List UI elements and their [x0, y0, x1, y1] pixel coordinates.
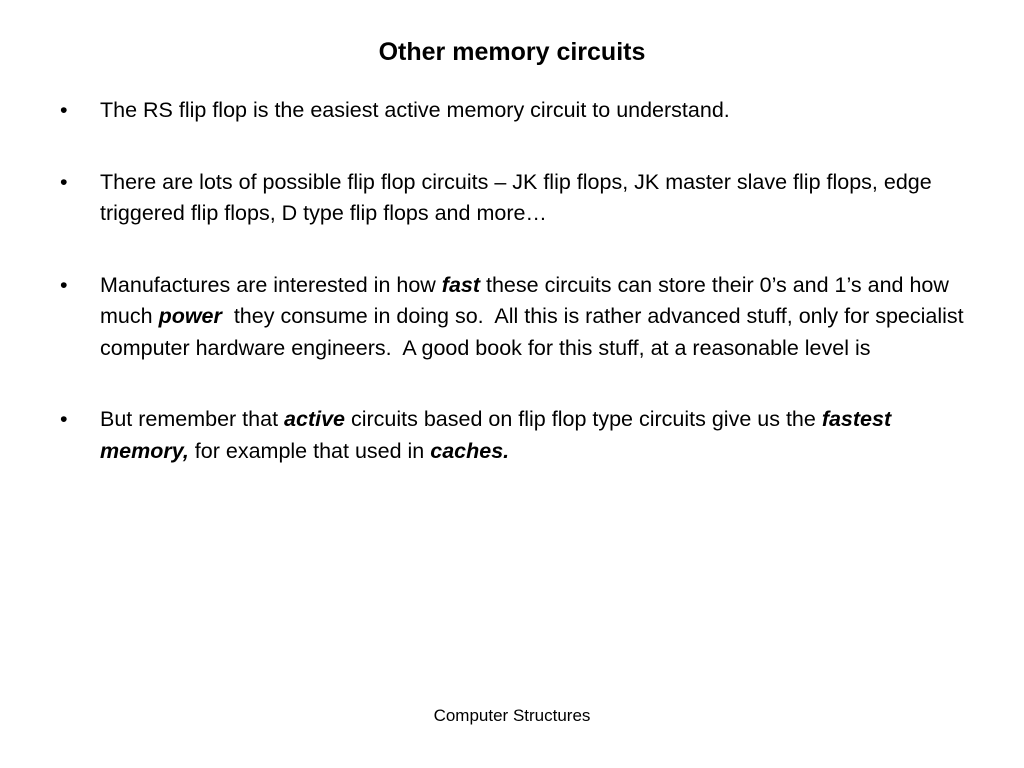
text-segment: they consume in doing so. All this is ra… — [100, 304, 970, 360]
emphasis-power: power — [158, 304, 222, 328]
emphasis-active: active — [284, 407, 345, 431]
bullet-marker: • — [60, 272, 68, 297]
bullet-marker: • — [60, 169, 68, 194]
emphasis-fastest-memory: fastest memory, — [100, 407, 892, 463]
emphasis-caches: caches. — [430, 438, 510, 463]
text-segment: There are lots of possible flip flop cir… — [100, 169, 932, 226]
bullet-marker: • — [60, 407, 68, 431]
text-segment: for example that used in — [188, 438, 431, 463]
text-segment: these circuits can store their 0’s and 1… — [100, 272, 949, 329]
bullet-text: But remember that active circuits based … — [100, 407, 891, 463]
bullet-item: • The RS flip flop is the easiest active… — [60, 95, 970, 127]
bullet-item: • Manufactures are interested in how fas… — [60, 270, 970, 365]
bullet-text: There are lots of possible flip flop cir… — [100, 170, 932, 226]
emphasis-fast: fast — [441, 272, 481, 297]
text-segment: But remember that — [100, 407, 285, 431]
bullet-list: • The RS flip flop is the easiest active… — [60, 95, 970, 507]
bullet-text: The RS flip flop is the easiest active m… — [100, 98, 730, 122]
text-segment: circuits based on flip flop type circuit… — [345, 407, 822, 431]
bullet-item: • But remember that active circuits base… — [60, 404, 970, 467]
bullet-text: Manufactures are interested in how fast … — [100, 273, 970, 360]
text-segment: The RS flip flop is the easiest active m… — [100, 98, 730, 122]
text-segment: Manufactures are interested in how — [100, 272, 442, 297]
slide-footer: Computer Structures — [433, 706, 591, 725]
bullet-marker: • — [60, 98, 68, 122]
slide-title: Other memory circuits — [378, 38, 646, 66]
bullet-item: • There are lots of possible flip flop c… — [60, 167, 970, 230]
